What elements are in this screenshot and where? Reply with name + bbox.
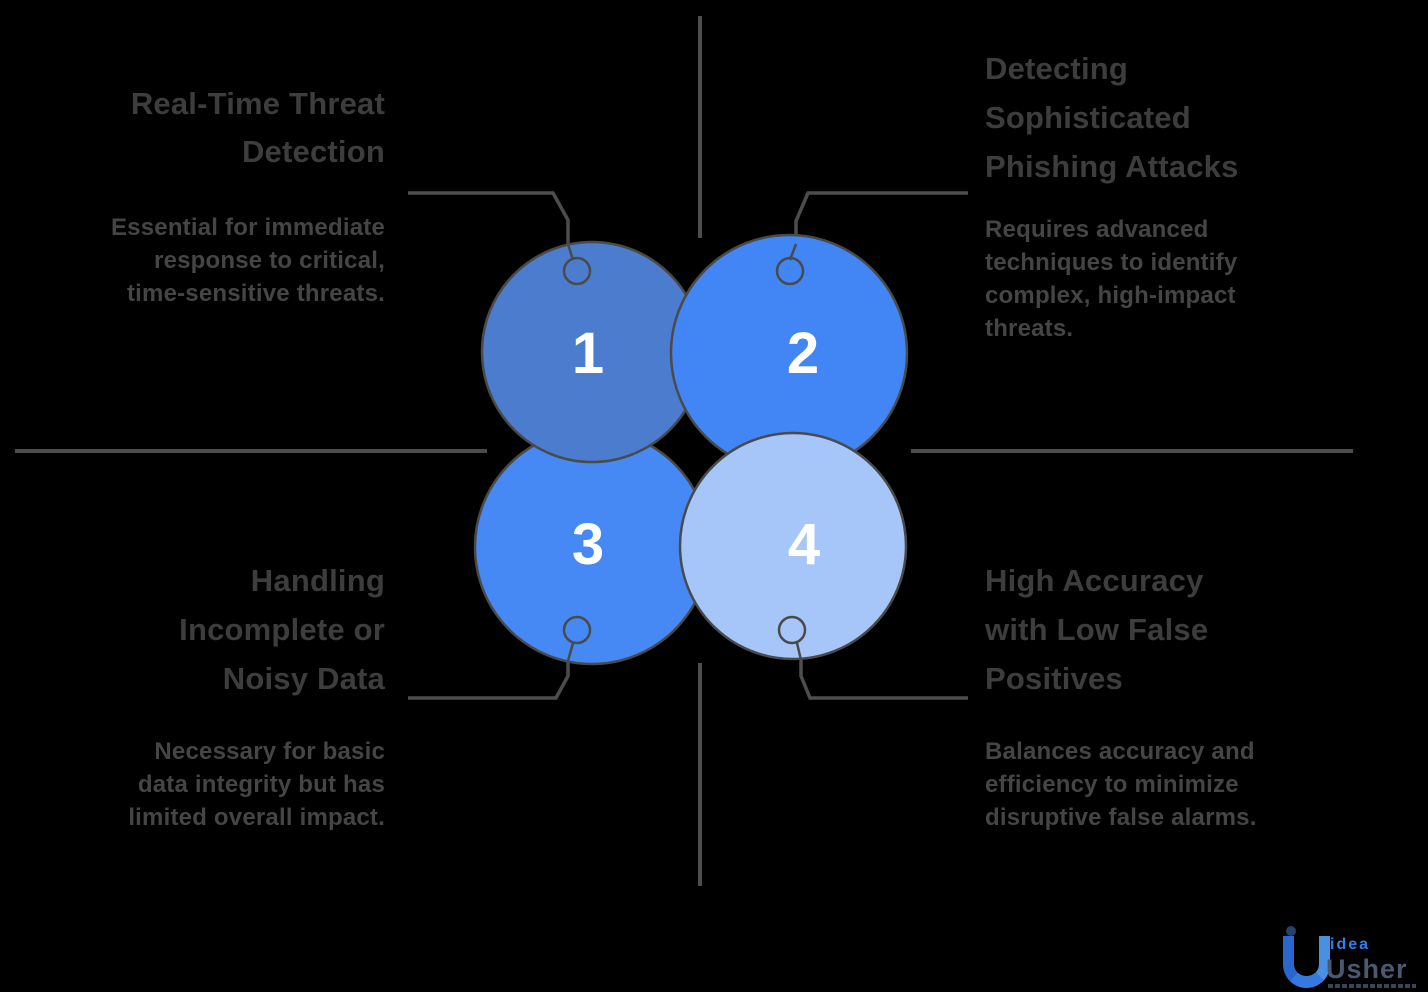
brand-tagline-bar <box>1328 984 1416 988</box>
quadrant-1-description: Essential for immediate response to crit… <box>40 211 385 310</box>
title-line: Detection <box>241 134 385 169</box>
desc-line: Essential for immediate <box>110 214 385 241</box>
step-number-3: 3 <box>572 512 604 577</box>
anchor-ring-4 <box>777 615 807 645</box>
quadrant-1-title: Real-Time Threat Detection <box>40 80 385 176</box>
title-line: Incomplete or <box>179 612 385 647</box>
leader-lines <box>408 191 968 700</box>
anchor-stub-3 <box>566 642 575 662</box>
brand-logo: idea Usher <box>1253 920 1425 990</box>
leader-line-1 <box>408 191 570 244</box>
desc-line: threats. <box>985 315 1074 342</box>
title-line: Real-Time Threat <box>130 86 385 121</box>
logo-u-icon <box>1283 936 1330 988</box>
quadrant-4-description: Balances accuracy and efficiency to mini… <box>985 735 1365 834</box>
brand-name-top: idea <box>1330 936 1371 953</box>
step-numbers: 1 2 3 4 <box>572 321 820 577</box>
title-line: Sophisticated <box>985 100 1191 135</box>
step-number-1: 1 <box>572 321 604 386</box>
circle-4 <box>678 431 908 661</box>
brand-name-bottom: Usher <box>1326 954 1408 984</box>
quadrant-dividers <box>15 16 1353 886</box>
leader-line-2 <box>794 191 968 244</box>
desc-line: disruptive false alarms. <box>985 804 1257 831</box>
step-number-2: 2 <box>787 321 819 386</box>
quadrant-2-title: Detecting Sophisticated Phishing Attacks <box>985 44 1365 191</box>
anchor-ring-1 <box>562 256 592 286</box>
logo-dot-icon <box>1286 926 1296 936</box>
desc-line: response to critical, <box>154 247 385 274</box>
desc-line: Necessary for basic <box>154 738 385 765</box>
title-line: Phishing Attacks <box>985 149 1239 184</box>
title-line: Detecting <box>985 51 1129 86</box>
anchor-ring-2 <box>775 256 805 286</box>
desc-line: limited overall impact. <box>128 804 385 831</box>
quadrant-3-title: Handling Incomplete or Noisy Data <box>40 556 385 703</box>
quadrant-3-description: Necessary for basic data integrity but h… <box>40 735 385 834</box>
title-line: Handling <box>250 563 385 598</box>
desc-line: techniques to identify <box>985 249 1238 276</box>
quadrant-4-title: High Accuracy with Low False Positives <box>985 556 1365 703</box>
desc-line: efficiency to minimize <box>985 771 1239 798</box>
anchor-markers <box>562 243 807 662</box>
title-line: with Low False <box>985 612 1209 647</box>
title-line: Noisy Data <box>222 661 385 696</box>
leader-line-4 <box>799 660 968 700</box>
anchor-ring-3 <box>562 615 592 645</box>
title-line: High Accuracy <box>985 563 1204 598</box>
desc-line: Requires advanced <box>985 216 1209 243</box>
leader-line-3 <box>408 661 570 700</box>
desc-line: time-sensitive threats. <box>126 280 385 307</box>
step-number-4: 4 <box>788 512 820 577</box>
anchor-stub-4 <box>795 642 803 661</box>
anchor-stub-1 <box>566 243 575 261</box>
desc-line: Balances accuracy and <box>985 738 1255 765</box>
circles <box>473 233 909 666</box>
quadrant-2-description: Requires advanced techniques to identify… <box>985 213 1365 345</box>
desc-line: complex, high-impact <box>985 282 1236 309</box>
desc-line: data integrity but has <box>137 771 385 798</box>
title-line: Positives <box>985 661 1123 696</box>
